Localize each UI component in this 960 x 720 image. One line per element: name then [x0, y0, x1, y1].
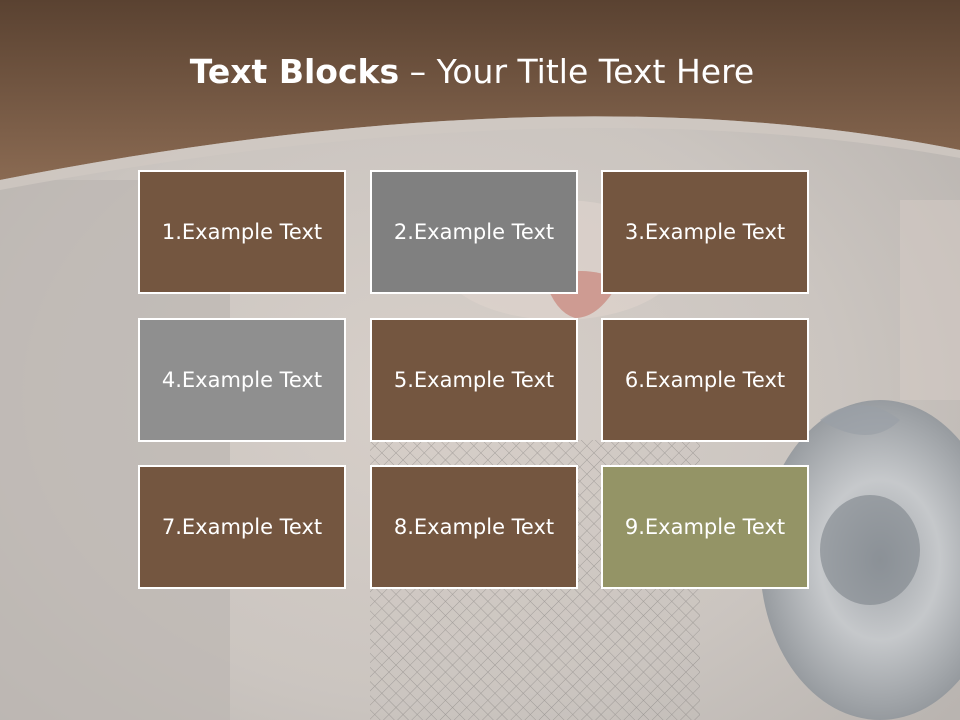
- text-block-4[interactable]: 4.Example Text: [138, 318, 346, 442]
- text-block-label: 9.Example Text: [624, 515, 786, 539]
- text-block-label: 7.Example Text: [161, 515, 323, 539]
- text-block-2[interactable]: 2.Example Text: [370, 170, 578, 294]
- slide-title: Text Blocks – Your Title Text Here: [0, 52, 944, 91]
- text-block-6[interactable]: 6.Example Text: [601, 318, 809, 442]
- text-block-5[interactable]: 5.Example Text: [370, 318, 578, 442]
- title-rest: – Your Title Text Here: [399, 52, 755, 91]
- text-block-8[interactable]: 8.Example Text: [370, 465, 578, 589]
- text-block-1[interactable]: 1.Example Text: [138, 170, 346, 294]
- text-block-label: 2.Example Text: [393, 220, 555, 244]
- text-blocks-grid: 1.Example Text 2.Example Text 3.Example …: [138, 170, 815, 594]
- text-block-9[interactable]: 9.Example Text: [601, 465, 809, 589]
- title-bold: Text Blocks: [189, 52, 400, 91]
- text-block-label: 5.Example Text: [393, 368, 555, 392]
- text-block-label: 8.Example Text: [393, 515, 555, 539]
- text-block-label: 4.Example Text: [161, 368, 323, 392]
- text-block-3[interactable]: 3.Example Text: [601, 170, 809, 294]
- text-block-7[interactable]: 7.Example Text: [138, 465, 346, 589]
- text-block-label: 1.Example Text: [161, 220, 323, 244]
- text-block-label: 6.Example Text: [624, 368, 786, 392]
- text-block-label: 3.Example Text: [624, 220, 786, 244]
